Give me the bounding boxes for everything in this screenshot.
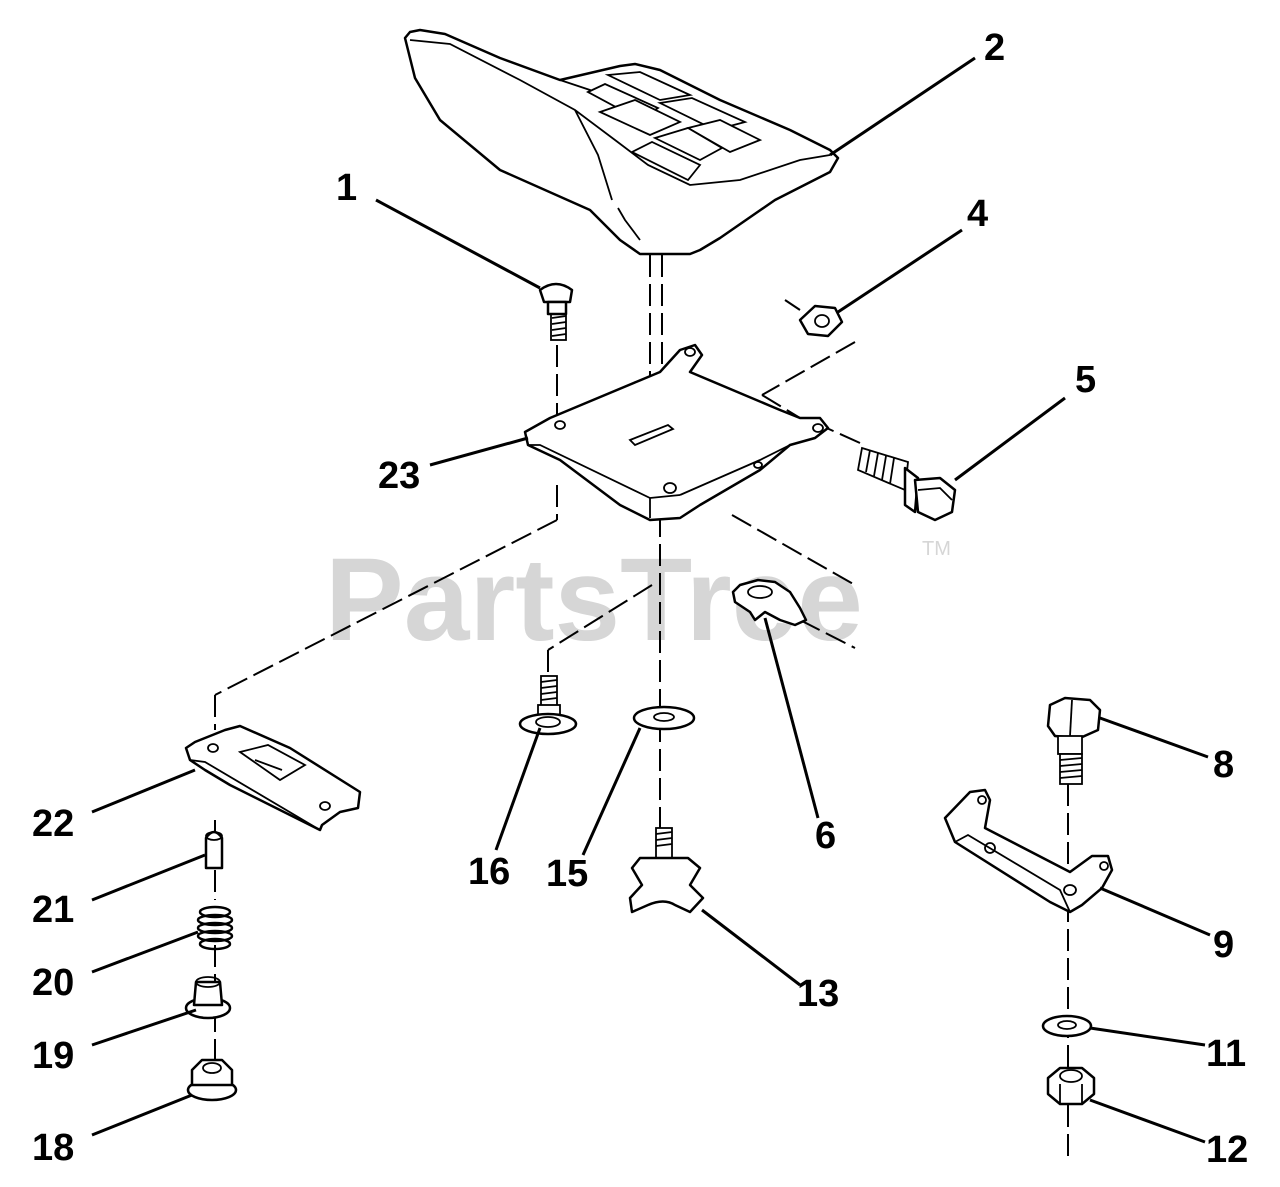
pin [204, 830, 224, 870]
callout-18: 18 [32, 1127, 74, 1169]
callout-2: 2 [984, 27, 1005, 69]
carriage-bolt [538, 282, 574, 341]
callout-11: 11 [1206, 1033, 1246, 1075]
callout-22: 22 [32, 803, 74, 845]
leader-lines [91, 56, 1211, 1144]
watermark: PartsTree TM [325, 534, 951, 666]
callout-8: 8 [1213, 744, 1234, 786]
callout-21: 21 [32, 889, 74, 931]
watermark-tm: TM [922, 538, 951, 560]
callout-numbers: 1 2 4 5 6 8 9 11 12 13 15 16 18 19 20 21… [32, 27, 1248, 1171]
callout-15: 15 [546, 853, 588, 895]
callout-5: 5 [1075, 359, 1096, 401]
washer-15 [632, 705, 696, 731]
seat [403, 28, 840, 256]
callout-16: 16 [468, 851, 510, 893]
knob [628, 827, 705, 914]
callout-23: 23 [378, 455, 420, 497]
callout-1: 1 [336, 167, 357, 209]
callout-20: 20 [32, 962, 74, 1004]
seat-bracket [523, 343, 830, 522]
hex-bolt-8 [1046, 696, 1102, 785]
callout-19: 19 [32, 1035, 74, 1077]
callout-12: 12 [1206, 1129, 1248, 1171]
flange-bolt-5 [856, 446, 957, 522]
callout-9: 9 [1213, 924, 1234, 966]
hex-nut-4 [798, 304, 844, 338]
lock-nut-12 [1046, 1066, 1096, 1106]
angle-bracket [943, 788, 1114, 914]
flange-nut-18 [186, 1058, 238, 1102]
latch-plate [184, 724, 362, 832]
callout-6: 6 [815, 815, 836, 857]
callout-13: 13 [797, 973, 839, 1015]
spring-clip [731, 578, 808, 627]
shoulder-bolt-16 [518, 675, 578, 736]
washer-11 [1041, 1014, 1093, 1038]
callout-4: 4 [967, 193, 988, 235]
flange-bushing [184, 976, 232, 1020]
spring [196, 905, 234, 951]
